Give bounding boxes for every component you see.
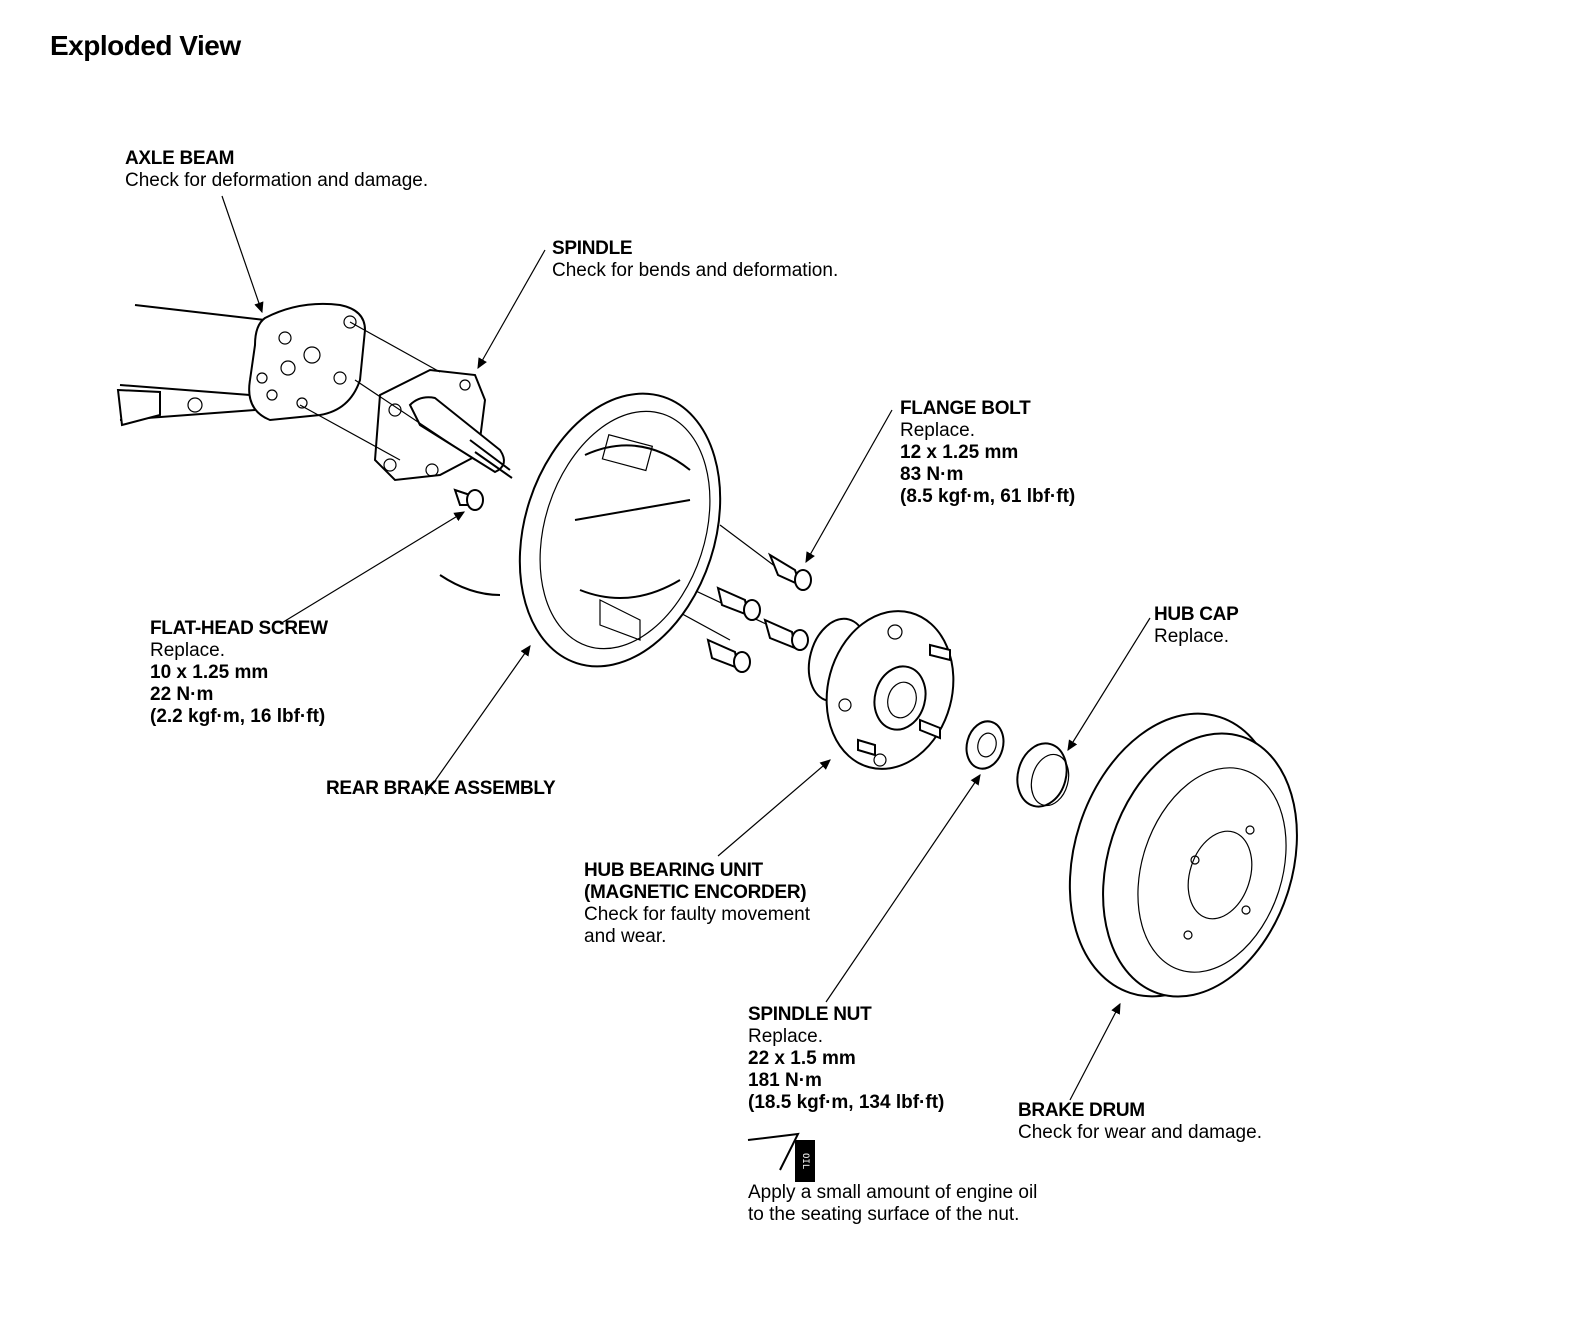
page-title: Exploded View	[50, 30, 241, 61]
spindle-nut-desc: Replace.	[748, 1026, 823, 1047]
spindle-desc: Check for bends and deformation.	[552, 260, 839, 281]
callout-spindle-nut: SPINDLE NUT Replace. 22 x 1.5 mm 181 N·m…	[748, 1004, 944, 1114]
spindle-nut-torque-alt: (18.5 kgf·m, 134 lbf·ft)	[748, 1092, 945, 1113]
hub-cap-label: HUB CAP	[1154, 604, 1239, 625]
flat-head-screw-torque: 22 N·m	[150, 684, 214, 705]
flat-head-screw-label: FLAT-HEAD SCREW	[150, 618, 328, 639]
axle-beam-desc: Check for deformation and damage.	[125, 170, 429, 191]
callout-hub-cap: HUB CAP Replace.	[1154, 604, 1239, 648]
brake-drum-desc: Check for wear and damage.	[1018, 1122, 1262, 1143]
spindle-part	[373, 368, 513, 482]
hub-bearing-unit-sublabel: (MAGNETIC ENCORDER)	[584, 882, 807, 903]
flange-bolt-size: 12 x 1.25 mm	[900, 442, 1019, 463]
hub-bearing-unit-label: HUB BEARING UNIT	[584, 860, 763, 881]
brake-drum-part	[1068, 712, 1298, 998]
callout-flange-bolt: FLANGE BOLT Replace. 12 x 1.25 mm 83 N·m…	[900, 398, 1075, 508]
callout-spindle: SPINDLE Check for bends and deformation.	[552, 238, 838, 282]
axle-beam-part	[116, 302, 367, 427]
flange-bolt-torque: 83 N·m	[900, 464, 964, 485]
flat-head-screw-part	[453, 488, 484, 511]
callout-hub-bearing-unit: HUB BEARING UNIT (MAGNETIC ENCORDER) Che…	[584, 860, 810, 948]
callout-rear-brake-assembly: REAR BRAKE ASSEMBLY	[326, 778, 556, 800]
axle-beam-label: AXLE BEAM	[125, 148, 235, 169]
oil-note-line1: Apply a small amount of engine oil	[748, 1182, 1038, 1203]
flange-bolt-label: FLANGE BOLT	[900, 398, 1031, 419]
hub-cap-part	[1016, 742, 1070, 808]
spindle-label: SPINDLE	[552, 238, 633, 259]
callout-axle-beam: AXLE BEAM Check for deformation and dama…	[125, 148, 428, 192]
flat-head-screw-desc: Replace.	[150, 640, 225, 661]
flange-bolt-desc: Replace.	[900, 420, 975, 441]
spindle-nut-label: SPINDLE NUT	[748, 1004, 872, 1025]
callout-brake-drum: BRAKE DRUM Check for wear and damage.	[1018, 1100, 1262, 1144]
oil-note-line2: to the seating surface of the nut.	[748, 1204, 1020, 1225]
callout-flat-head-screw: FLAT-HEAD SCREW Replace. 10 x 1.25 mm 22…	[150, 618, 328, 728]
spindle-nut-torque: 181 N·m	[748, 1070, 822, 1091]
hub-bearing-unit-part	[807, 610, 955, 770]
hub-bearing-unit-desc2: and wear.	[584, 926, 667, 947]
oil-can-icon: OIL	[795, 1140, 815, 1182]
hub-cap-desc: Replace.	[1154, 626, 1229, 647]
spindle-nut-size: 22 x 1.5 mm	[748, 1048, 856, 1069]
hub-bearing-unit-desc: Check for faulty movement	[584, 904, 810, 925]
brake-drum-label: BRAKE DRUM	[1018, 1100, 1145, 1121]
flange-bolt-torque-alt: (8.5 kgf·m, 61 lbf·ft)	[900, 486, 1076, 507]
rear-brake-assembly-label: REAR BRAKE ASSEMBLY	[326, 778, 556, 799]
flat-head-screw-size: 10 x 1.25 mm	[150, 662, 269, 683]
rear-brake-assembly-part	[439, 392, 722, 668]
flange-bolts-part	[706, 552, 812, 673]
spindle-nut-part	[965, 720, 1005, 770]
flat-head-screw-torque-alt: (2.2 kgf·m, 16 lbf·ft)	[150, 706, 326, 727]
oil-note: Apply a small amount of engine oil to th…	[748, 1182, 1037, 1226]
